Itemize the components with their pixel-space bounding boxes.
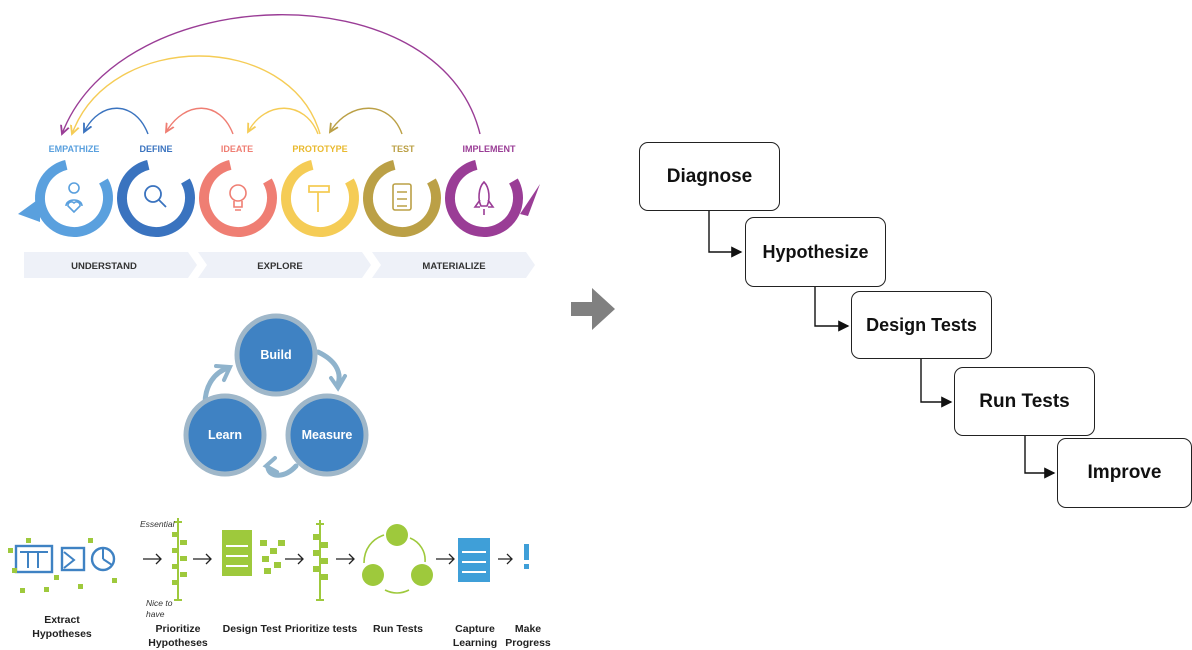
build-node	[234, 313, 318, 397]
hammer-icon	[308, 185, 330, 212]
flow-step-run-tests: Run Tests	[954, 367, 1095, 436]
search-icon	[144, 185, 167, 208]
priority-axis-tests	[313, 520, 328, 601]
lean-loop-arrows	[202, 349, 347, 478]
empathize-icon	[65, 182, 83, 214]
axis-label-nice-to-have: Nice to have	[146, 598, 173, 619]
phase-label-understand: UNDERSTAND	[71, 261, 137, 272]
flow-step-label: Design Tests	[866, 314, 977, 335]
learn-node	[183, 393, 267, 477]
stage-label-ideate: IDEATE	[221, 144, 253, 154]
stage-label-implement: IMPLEMENT	[463, 144, 517, 154]
process-arrows	[143, 553, 513, 565]
step-label-prioritize-tests: Prioritize tests	[284, 623, 358, 635]
stage-label-test: TEST	[391, 144, 415, 154]
phase-bar	[24, 252, 535, 278]
flow-step-improve: Improve	[1057, 438, 1192, 508]
flow-step-label: Diagnose	[666, 165, 753, 187]
flow-step-hypothesize: Hypothesize	[745, 217, 886, 287]
checklist-icon	[392, 183, 412, 211]
lightbulb-icon	[229, 184, 247, 211]
build-label: Build	[260, 348, 291, 362]
flow-step-label: Run Tests	[979, 390, 1070, 412]
rocket-icon	[473, 180, 495, 215]
learn-label: Learn	[208, 428, 242, 442]
step-label-make-progress: Make Progress	[505, 623, 551, 649]
stage-rings	[18, 159, 540, 238]
stage-label-prototype: PROTOTYPE	[292, 144, 347, 154]
phase-label-materialize: MATERIALIZE	[422, 261, 485, 272]
step-label-extract-hypotheses: Extract Hypotheses	[32, 614, 92, 640]
flow-step-label: Improve	[1087, 462, 1162, 483]
flow-step-diagnose: Diagnose	[639, 142, 780, 211]
step-label-design-test: Design Test	[222, 623, 282, 635]
learning-card-icon	[458, 538, 490, 582]
step-label-run-tests: Run Tests	[373, 623, 423, 635]
test-card-icon	[222, 530, 285, 576]
measure-node	[285, 393, 369, 477]
progress-icon	[524, 544, 529, 569]
measure-label: Measure	[302, 428, 353, 442]
lean-loop-nodes	[183, 313, 369, 477]
flow-connectors	[708, 211, 1056, 479]
flow-step-label: Hypothesize	[762, 241, 869, 262]
phase-label-explore: EXPLORE	[257, 261, 302, 272]
step-label-prioritize-hypotheses: Prioritize Hypotheses	[148, 623, 208, 649]
stage-label-empathize: EMPATHIZE	[49, 144, 100, 154]
stage-label-define: DEFINE	[139, 144, 172, 154]
flow-step-design-tests: Design Tests	[851, 291, 992, 359]
step-label-capture-learning: Capture Learning	[452, 623, 498, 649]
run-tests-cycle-icon	[362, 524, 433, 594]
axis-label-essential: Essential	[140, 519, 175, 529]
extract-hypotheses-icon	[8, 538, 117, 593]
transition-arrow	[571, 288, 615, 330]
feedback-arcs	[62, 14, 481, 134]
priority-axis-hypotheses	[172, 518, 187, 601]
